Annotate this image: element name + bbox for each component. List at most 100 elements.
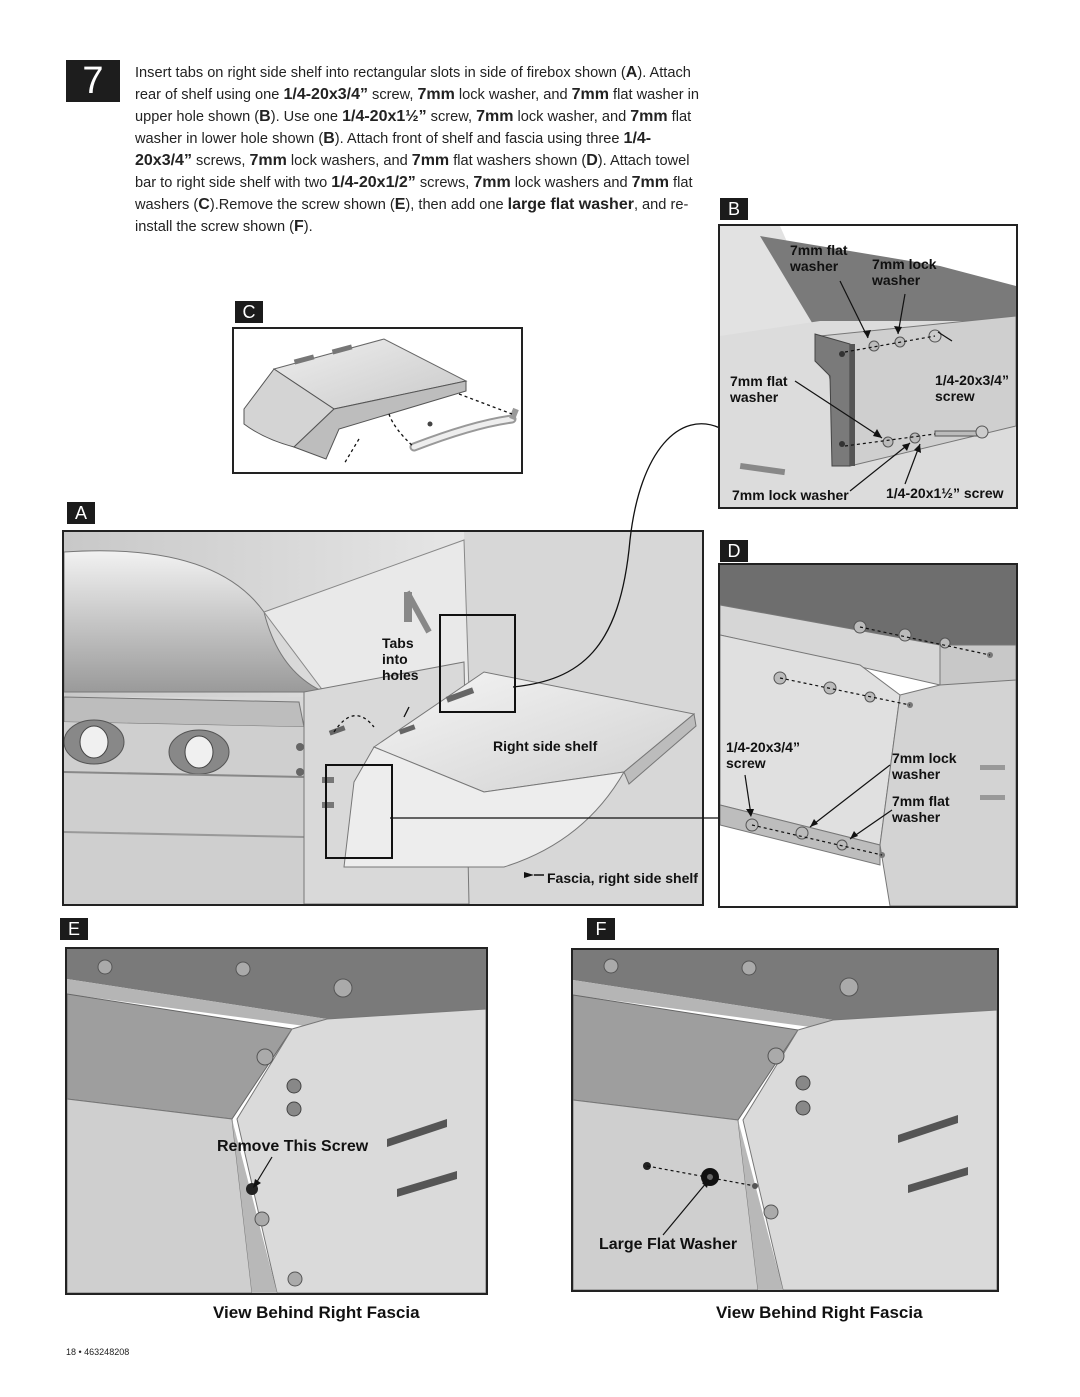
instruction-run: ). Use one [270, 109, 343, 125]
middle-fastener-row [773, 671, 913, 708]
instruction-emphasis: 7mm [631, 174, 669, 191]
instruction-emphasis: B [259, 108, 271, 125]
d-lock-washer-line1: 7mm lock [892, 750, 957, 766]
figure-f-tag: F [587, 918, 615, 940]
instruction-emphasis: 1/4-20x3/4” [135, 130, 652, 169]
instruction-emphasis: D [586, 152, 598, 169]
instruction-emphasis: 7mm [571, 86, 609, 103]
figure-f-illustration [573, 950, 997, 1290]
b-flat-washer-top-label: 7mm flat washer [790, 242, 848, 274]
upper-fastener-stack [844, 329, 942, 353]
step-number: 7 [66, 60, 120, 102]
right-side-shelf-label: Right side shelf [493, 738, 598, 754]
large-flat-washer-label: Large Flat Washer [599, 1236, 738, 1253]
instruction-run: lock washers, and [286, 153, 412, 169]
figure-d-illustration [720, 565, 1016, 906]
instruction-run: lock washer, and [513, 109, 631, 125]
instruction-emphasis: 7mm [476, 108, 514, 125]
instruction-run: ), then add one [405, 197, 508, 213]
instruction-run: flat washer in lower hole shown ( [135, 109, 692, 147]
b-flat-washer-top-line1: 7mm flat [790, 242, 848, 258]
callout-box-upper [439, 614, 516, 713]
figure-c-tag: C [235, 301, 263, 323]
d-screw-line1: 1/4-20x3/4” [726, 739, 800, 755]
callout-box-lower [325, 764, 393, 859]
instruction-emphasis: 1/4-20x1/2” [331, 174, 416, 191]
instruction-run: screws, [191, 153, 250, 169]
figure-e-illustration [67, 949, 486, 1293]
instruction-run: lock washers and [510, 175, 632, 191]
b-screw-top-label: 1/4-20x3/4” screw [935, 372, 1009, 404]
figure-b-tag: B [720, 198, 748, 220]
b-lock-washer-top-line2: washer [872, 272, 921, 288]
instruction-emphasis: 7mm [473, 174, 511, 191]
d-screw-line2: screw [726, 755, 766, 771]
b-flat-washer-mid-line1: 7mm flat [730, 373, 788, 389]
instruction-run: flat washers ( [135, 175, 693, 213]
tabs-label-line3: holes [382, 667, 419, 683]
b-screw-top-line2: screw [935, 388, 975, 404]
figure-e-caption: View Behind Right Fascia [213, 1303, 420, 1322]
instruction-emphasis: 1/4-20x1½” [342, 108, 427, 125]
figure-f-large-flat-washer: Large Flat Washer [571, 948, 999, 1292]
bottom-fastener-row [745, 818, 885, 858]
page-footer: 18 • 463248208 [66, 1347, 130, 1357]
figure-d-front-attachment: 1/4-20x3/4” screw 7mm lock washer 7mm fl… [718, 563, 1018, 908]
d-flat-washer-line1: 7mm flat [892, 793, 950, 809]
instruction-emphasis: B [323, 130, 335, 147]
figure-e-tag-text: E [67, 918, 80, 939]
figure-f-tag-text: F [595, 918, 607, 939]
b-screw-bottom-label: 1/4-20x1½” screw [886, 485, 1004, 501]
figure-b-tag-text: B [727, 198, 740, 219]
b-lock-washer-top-line1: 7mm lock [872, 256, 937, 272]
instruction-run: ). Attach towel bar to right side shelf … [135, 153, 690, 191]
figure-e-tag: E [60, 918, 88, 940]
instruction-run: lock washer, and [454, 87, 572, 103]
instruction-run: ).Remove the screw shown ( [209, 197, 395, 213]
b-flat-washer-mid-line2: washer [730, 389, 779, 405]
figure-f-caption: View Behind Right Fascia [716, 1303, 923, 1322]
instruction-run: screw, [426, 109, 477, 125]
d-lock-washer-label: 7mm lock washer [892, 750, 957, 782]
instruction-run: Insert tabs on right side shelf into rec… [135, 65, 626, 81]
figure-e-remove-screw: Remove This Screw [65, 947, 488, 1295]
remove-screw-label: Remove This Screw [217, 1138, 369, 1155]
instruction-run: ). Attach front of shelf and fascia usin… [334, 131, 624, 147]
figure-a-tag: A [67, 502, 95, 524]
b-flat-washer-mid-label: 7mm flat washer [730, 373, 788, 405]
tabs-label-line2: into [382, 651, 408, 667]
figure-a-tag-text: A [74, 502, 87, 523]
tabs-label-line1: Tabs [382, 635, 414, 651]
instruction-emphasis: 7mm [249, 152, 287, 169]
figure-b-rear-attachment: 7mm flat washer 7mm lock washer 7mm flat… [718, 224, 1018, 509]
instruction-run: screws, [415, 175, 474, 191]
b-lock-washer-top-label: 7mm lock washer [872, 256, 937, 288]
d-screw-label: 1/4-20x3/4” screw [726, 739, 800, 771]
d-lock-washer-line2: washer [892, 766, 941, 782]
instruction-emphasis: A [625, 64, 638, 81]
b-lock-washer-bottom-label: 7mm lock washer [732, 487, 849, 503]
figure-d-tag: D [720, 540, 748, 562]
tabs-into-holes-label: Tabs into holes [382, 635, 419, 683]
figure-b-illustration [720, 226, 1016, 507]
figure-c-illustration [243, 338, 519, 465]
figure-c-towel-bar [232, 327, 523, 474]
instruction-run: screw, [367, 87, 418, 103]
instruction-emphasis: large flat washer [507, 196, 634, 213]
instruction-run: , and re-install the screw shown ( [135, 197, 689, 235]
figure-a-illustration [64, 532, 702, 904]
figure-d-tag-text: D [727, 540, 741, 561]
fascia-label: Fascia, right side shelf [547, 870, 698, 886]
instruction-emphasis: E [394, 196, 406, 213]
d-flat-washer-label: 7mm flat washer [892, 793, 950, 825]
instruction-run: flat washers shown ( [449, 153, 587, 169]
instruction-run: ). [303, 219, 313, 235]
d-flat-washer-line2: washer [892, 809, 941, 825]
figure-c-tag-text: C [242, 301, 256, 322]
instruction-emphasis: C [198, 196, 210, 213]
b-screw-top-line1: 1/4-20x3/4” [935, 372, 1009, 388]
step-number-text: 7 [82, 59, 104, 102]
lower-fastener-stack [844, 425, 989, 448]
figure-a-shelf-install: Tabs into holes Right side shelf Fascia,… [62, 530, 704, 906]
